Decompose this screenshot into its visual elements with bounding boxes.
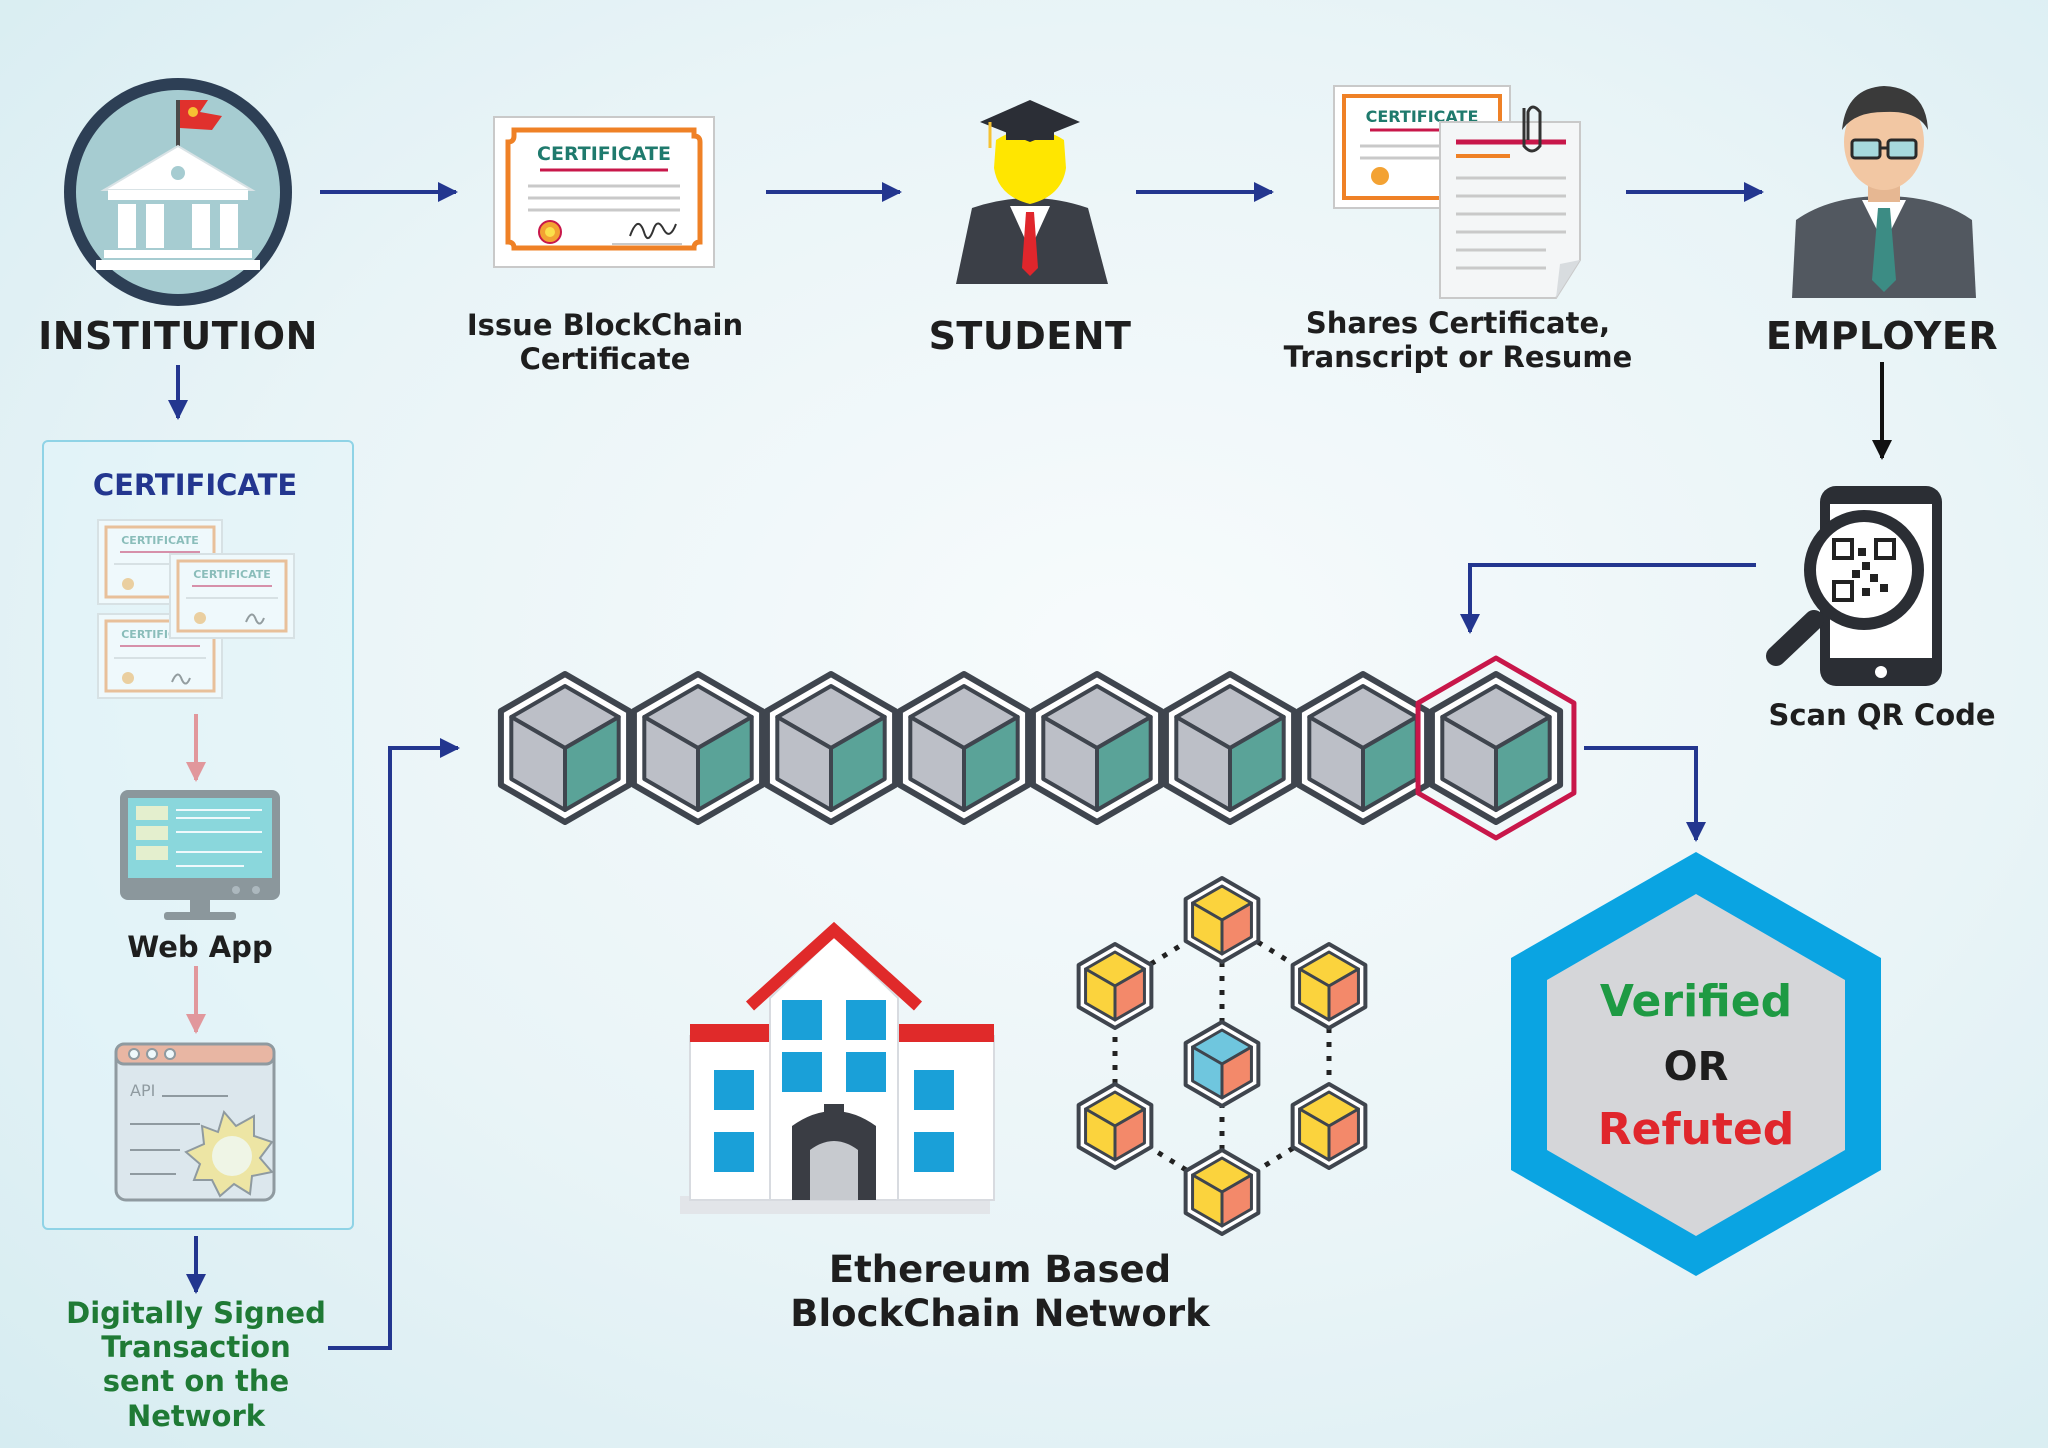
student-icon (956, 100, 1108, 284)
network-node (1290, 942, 1368, 1030)
result-or: OR (1664, 1044, 1729, 1090)
blockchain-block (1029, 671, 1165, 825)
network-node-cluster (1076, 876, 1368, 1236)
certificate-icon: CERTIFICATE (493, 116, 715, 268)
institution-icon (64, 78, 292, 306)
scan-qr-label: Scan QR Code (1768, 698, 1996, 732)
result-hexagon: Verified OR Refuted (1511, 852, 1881, 1276)
network-node (1076, 1082, 1154, 1170)
network-node (1183, 1148, 1261, 1236)
blockchain-block (896, 671, 1032, 825)
institution-label: INSTITUTION (38, 314, 318, 358)
issue-certificate-label: Issue BlockChain Certificate (466, 308, 744, 377)
blockchain-block (1162, 671, 1298, 825)
blockchain-block (763, 671, 899, 825)
result-refuted: Refuted (1598, 1104, 1795, 1155)
network-building-icon (680, 921, 995, 1214)
employer-icon (1792, 86, 1976, 298)
blockchain-block (630, 671, 766, 825)
scan-qr-icon (1766, 486, 1942, 686)
arrow-signed-to-chain (328, 738, 460, 1350)
blockchain-block-highlighted (1415, 655, 1577, 841)
student-label: STUDENT (928, 314, 1132, 358)
employer-label: EMPLOYER (1765, 314, 1999, 358)
blockchain-row (497, 655, 1577, 841)
digitally-signed-label: Digitally Signed Transaction sent on the… (66, 1296, 326, 1433)
arrow-scan-to-block (1460, 563, 1756, 634)
network-node (1183, 876, 1261, 964)
shares-documents-icon: CERTIFICATE (1333, 85, 1581, 299)
blockchain-block (497, 671, 633, 825)
web-app-label: Web App (127, 930, 273, 964)
network-node-center (1183, 1020, 1261, 1108)
shares-label: Shares Certificate, Transcript or Resume (1283, 306, 1633, 375)
top-flow-arrows (168, 182, 1764, 420)
network-label: Ethereum Based BlockChain Network (790, 1248, 1210, 1335)
result-verified: Verified (1600, 976, 1792, 1027)
network-node (1290, 1082, 1368, 1170)
network-node (1076, 942, 1154, 1030)
arrow-block-to-result (1584, 746, 1706, 842)
panel-title: CERTIFICATE (92, 468, 298, 502)
certificate-icon-title: CERTIFICATE (537, 143, 671, 165)
certificate-process-panel (42, 440, 354, 1230)
blockchain-block (1295, 671, 1431, 825)
